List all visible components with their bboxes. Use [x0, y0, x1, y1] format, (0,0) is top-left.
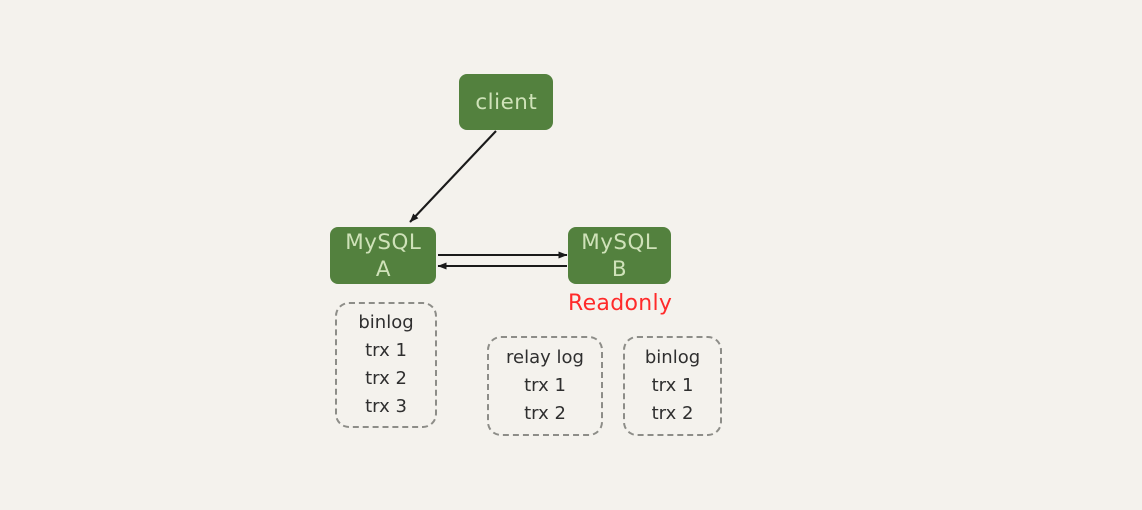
node-mysql-a-label-line2: A — [375, 256, 391, 281]
log-box-relay-log-b: relay log trx 1 trx 2 — [487, 336, 603, 436]
log-entry: trx 1 — [524, 375, 566, 397]
log-box-title: binlog — [358, 312, 414, 334]
log-entry: trx 2 — [524, 402, 566, 424]
node-mysql-a-label-line1: MySQL — [344, 230, 422, 255]
node-mysql-a[interactable]: MySQL A — [330, 227, 436, 284]
node-mysql-b-label-line2: B — [611, 256, 628, 281]
node-mysql-b-label-line1: MySQL — [581, 230, 658, 255]
log-entry: trx 1 — [651, 375, 694, 397]
node-client-label: client — [475, 89, 537, 114]
log-entry: trx 2 — [651, 402, 694, 424]
readonly-status-label: Readonly — [568, 291, 673, 316]
node-mysql-b[interactable]: MySQL B — [568, 227, 671, 284]
arrow-client-to-mysql-a — [409, 130, 497, 223]
log-entry: trx 1 — [365, 340, 407, 362]
log-box-title: binlog — [644, 347, 701, 369]
log-box-title: relay log — [506, 347, 584, 369]
log-box-binlog-a: binlog trx 1 trx 2 trx 3 — [335, 302, 437, 428]
node-client[interactable]: client — [459, 74, 553, 130]
log-box-binlog-b: binlog trx 1 trx 2 — [623, 336, 722, 436]
log-entry: trx 3 — [365, 395, 407, 417]
log-entry: trx 2 — [365, 368, 407, 389]
